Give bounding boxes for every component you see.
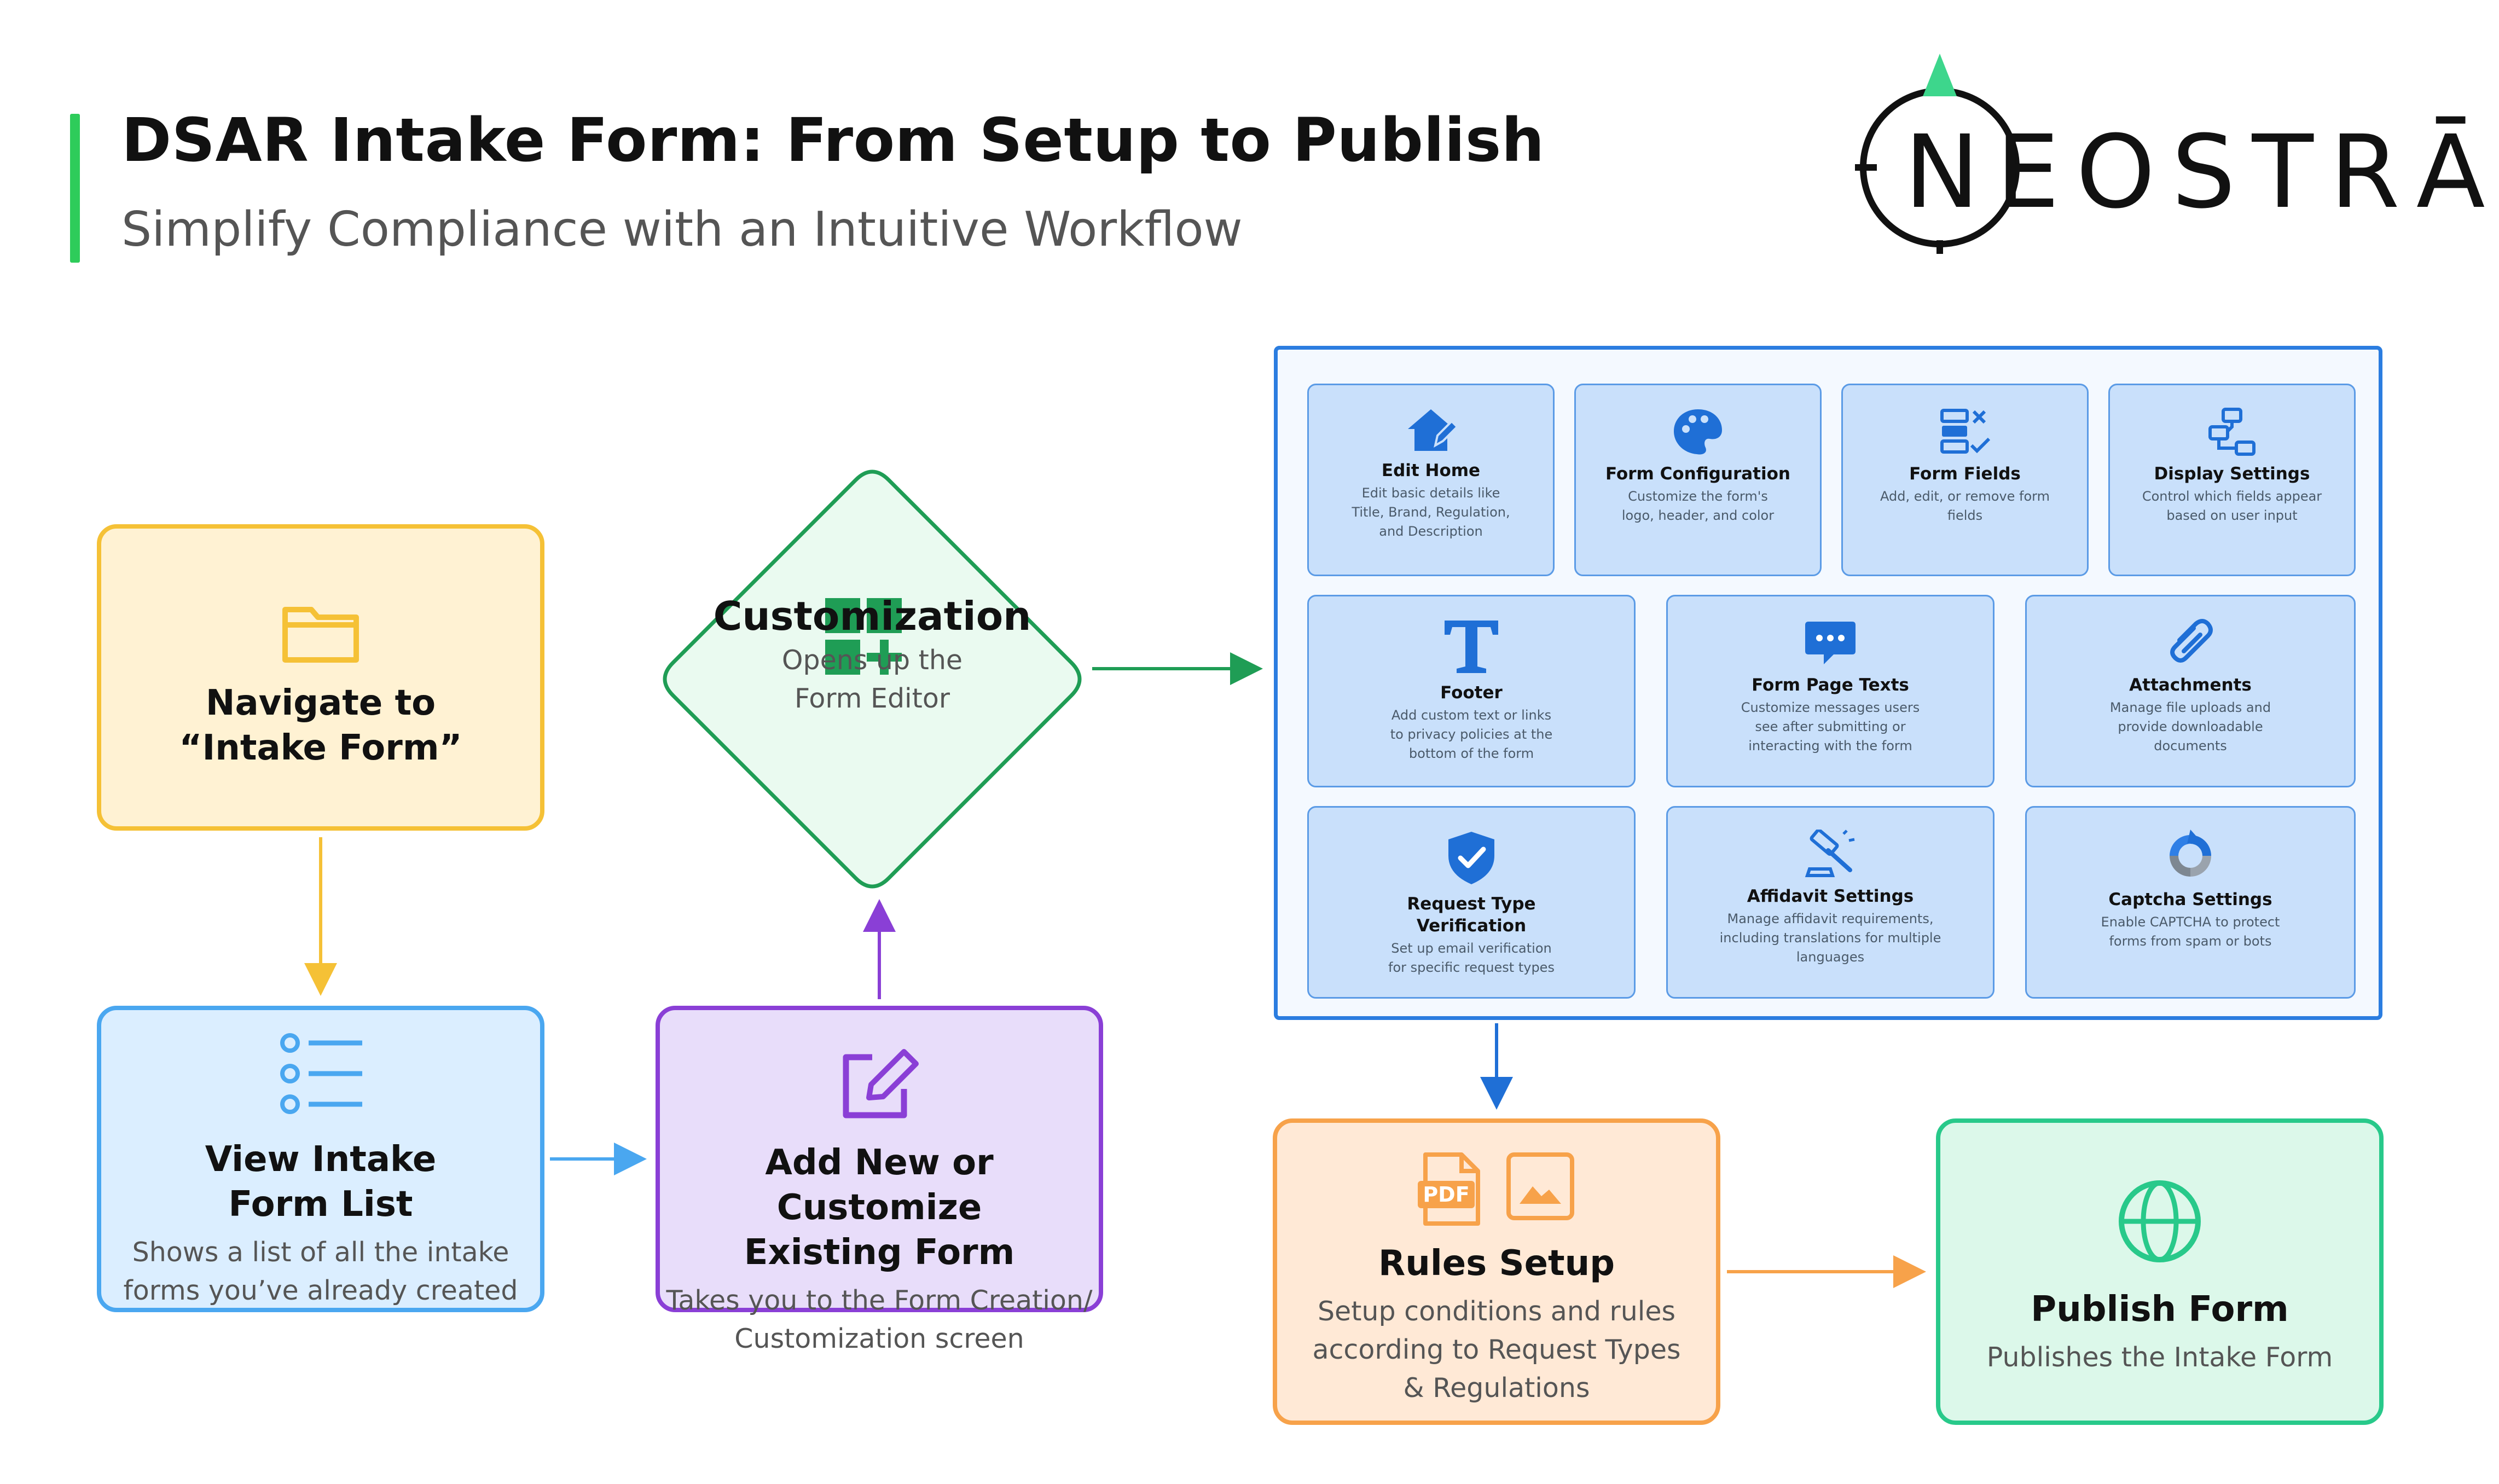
text-t-icon [1445,621,1498,673]
card-form-configuration: Form Configuration Customize the form's … [1574,384,1822,576]
edit-square-icon [843,1049,919,1118]
card-edit-home: Edit Home Edit basic details like Title,… [1307,384,1555,576]
card-attachments: Attachments Manage file uploads and prov… [2025,595,2356,787]
title-accent-bar [70,114,80,263]
compass-ring-icon [1855,54,2025,254]
card-desc: Manage affidavit requirements, including… [1719,911,1941,965]
folder-icon [282,607,359,663]
card-title: Footer [1440,683,1503,703]
card-form-page-texts: Form Page Texts Customize messages users… [1666,595,1994,787]
step-view-list-desc: Shows a list of all the intake forms you… [123,1237,518,1306]
shield-check-icon [1448,832,1494,884]
recaptcha-icon [2170,830,2211,877]
card-title: Display Settings [2154,464,2310,484]
step-customization-desc: Opens up the Form Editor [781,645,963,714]
card-display-settings: Display Settings Control which fields ap… [2108,384,2356,576]
pdf-file-icon: PDF [1418,1152,1480,1226]
card-desc: Manage file uploads and provide download… [2109,700,2271,753]
step-publish-desc: Publishes the Intake Form [1986,1342,2333,1373]
step-navigate-title: Navigate to “Intake Form” [179,683,462,768]
card-desc: Edit basic details like Title, Brand, Re… [1352,485,1510,539]
card-affidavit-settings: Affidavit Settings Manage affidavit requ… [1666,806,1994,999]
card-request-type-verification: Request Type Verification Set up email v… [1307,806,1636,999]
grid-plus-icon [825,598,902,675]
step-customization: Customization Opens up the Form Editor [661,591,1083,718]
step-rules-setup-title: Rules Setup [1378,1243,1615,1284]
card-footer: Footer Add custom text or links to priva… [1307,595,1636,787]
step-add-customize: Add New or Customize Existing Form Takes… [656,1006,1103,1354]
step-view-list-title: View Intake Form List [205,1139,437,1225]
card-title: Form Fields [1909,464,2021,484]
card-desc: Customize messages users see after submi… [1741,700,1920,753]
svg-text:PDF: PDF [1423,1182,1469,1207]
step-customization-shape [663,469,1082,889]
flow-diagram-icon [2208,408,2256,456]
paperclip-icon [2170,619,2213,663]
card-title: Attachments [2129,675,2252,695]
step-publish-title: Publish Form [2031,1289,2289,1330]
card-title: Form Page Texts [1752,675,1909,695]
gavel-icon [1805,828,1855,877]
page-title: DSAR Intake Form: From Setup to Publish [121,105,1545,175]
form-editor-panel: Edit Home Edit basic details like Title,… [1274,346,2382,1020]
home-edit-icon [1408,409,1459,451]
page-subtitle: Simplify Compliance with an Intuitive Wo… [121,201,1243,257]
step-publish: Publish Form Publishes the Intake Form [1936,1118,2384,1425]
step-add-customize-title: Add New or Customize Existing Form [744,1143,1015,1273]
list-icon [280,1033,362,1114]
fields-checklist-icon [1940,409,1991,454]
card-captcha-settings: Captcha Settings Enable CAPTCHA to prote… [2025,806,2356,999]
card-title: Edit Home [1381,461,1481,480]
step-rules-setup: PDF Rules Setup Setup conditions and rul… [1273,1118,1720,1425]
step-add-customize-desc: Takes you to the Form Creation/ Customiz… [666,1285,1093,1354]
card-desc: Set up email verification for specific r… [1388,941,1555,975]
step-customization-title: Customization [713,593,1031,639]
step-navigate: Navigate to “Intake Form” [97,524,544,831]
step-view-list: View Intake Form List Shows a list of al… [97,1006,544,1312]
card-title: Request Type Verification [1407,894,1536,936]
chat-bubble-icon [1805,622,1856,664]
globe-icon [2119,1180,2201,1262]
card-desc: Customize the form's logo, header, and c… [1621,489,1775,523]
card-form-fields: Form Fields Add, edit, or remove form fi… [1841,384,2089,576]
logo-wordmark: NEOSTRĀ [1904,114,2499,231]
image-icon [1506,1152,1574,1220]
card-desc: Enable CAPTCHA to protect forms from spa… [2101,914,2280,949]
card-title: Form Configuration [1605,464,1790,484]
step-rules-setup-desc: Setup conditions and rules according to … [1312,1296,1681,1404]
card-title: Captcha Settings [2108,890,2272,909]
card-desc: Add custom text or links to privacy poli… [1390,708,1553,761]
card-title: Affidavit Settings [1747,886,1914,906]
card-desc: Add, edit, or remove form fields [1880,489,2050,523]
card-desc: Control which fields appear based on use… [2142,489,2322,523]
palette-icon [1674,409,1722,455]
